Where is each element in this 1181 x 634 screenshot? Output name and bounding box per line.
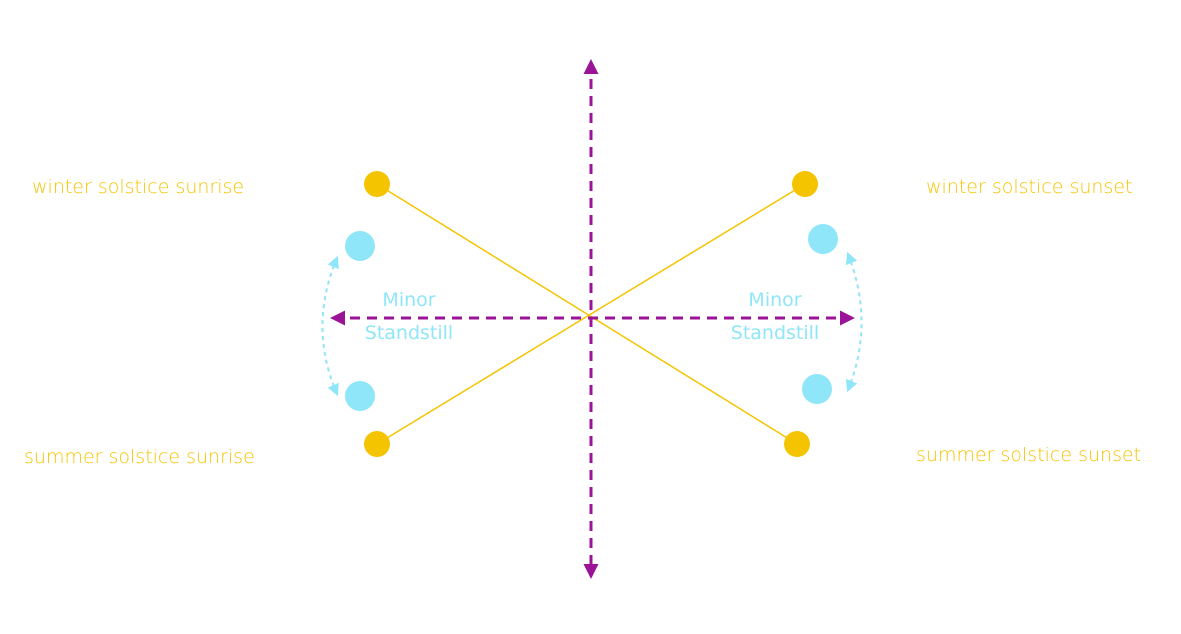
winter-sunset-label: winter solstice sunset — [926, 176, 1132, 198]
summer-sunset-dot — [784, 431, 810, 457]
summer-sunset-label: summer solstice sunset — [916, 444, 1141, 466]
winter-sunset-dot — [792, 171, 818, 197]
minor-standstill-set-south-dot — [802, 374, 832, 404]
summer-sunrise-label: summer solstice sunrise — [24, 446, 255, 468]
minor-standstill-rise-north-dot — [345, 231, 375, 261]
winter-sunrise-dot — [364, 171, 390, 197]
right-standstill-label-line1: Minor — [748, 289, 801, 311]
left-standstill-arc-arrow — [321, 255, 339, 397]
minor-standstill-set-north-dot — [808, 224, 838, 254]
summer-sunrise-dot — [364, 431, 390, 457]
minor-standstill-rise-south-dot — [345, 381, 375, 411]
left-standstill-label-line1: Minor — [382, 289, 435, 311]
winter-sunrise-label: winter solstice sunrise — [32, 176, 244, 198]
left-standstill-label-line2: Standstill — [365, 322, 453, 344]
right-standstill-label-line2: Standstill — [731, 322, 819, 344]
right-standstill-arc-arrow — [845, 251, 863, 393]
